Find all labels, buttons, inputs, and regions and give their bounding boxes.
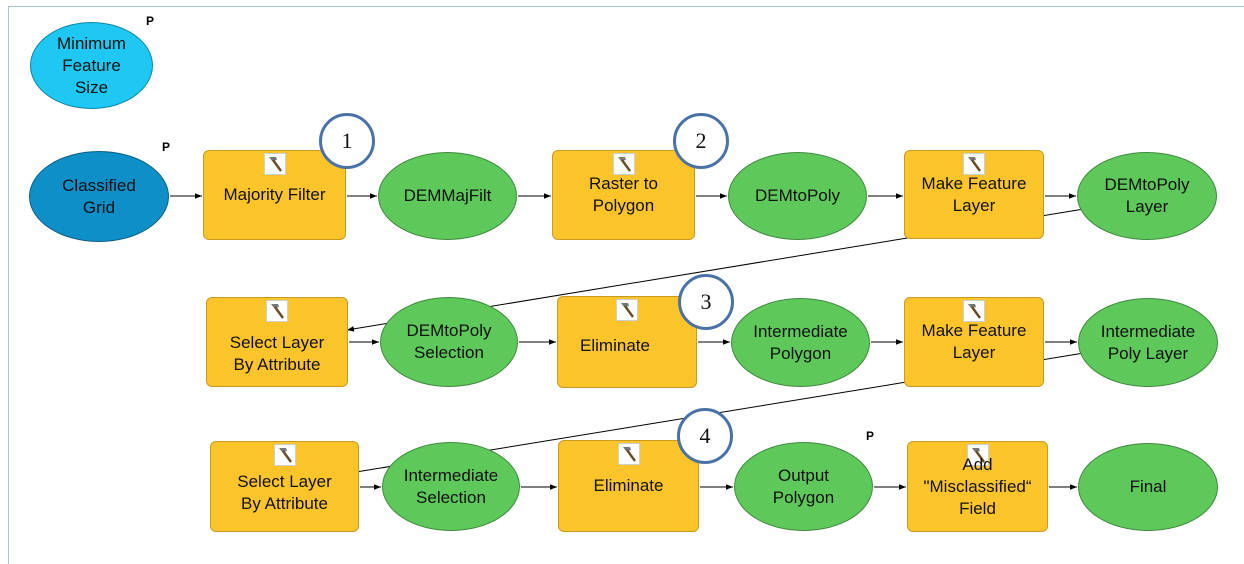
minimum-feature-size-node[interactable]: Minimum Feature Size	[30, 22, 153, 109]
select-layer-by-attribute-tool-2[interactable]: Select Layer By Attribute	[210, 441, 359, 532]
parameter-marker: P	[146, 14, 155, 28]
node-label: Make Feature Layer	[921, 173, 1027, 215]
node-label: Classified Grid	[62, 175, 136, 217]
node-label: Minimum Feature Size	[57, 33, 126, 97]
hammer-icon	[963, 300, 985, 322]
select-layer-by-attribute-tool-1[interactable]: Select Layer By Attribute	[206, 297, 348, 387]
demtopoly-node[interactable]: DEMtoPoly	[728, 152, 867, 240]
node-label: DEMtoPoly Layer	[1104, 175, 1190, 216]
diagram-frame	[8, 6, 1244, 564]
node-label: Intermediate Selection	[403, 465, 499, 507]
step-marker-1: 1	[319, 113, 375, 169]
intermediate-poly-layer-node[interactable]: Intermediate Poly Layer	[1078, 298, 1218, 387]
output-polygon-node[interactable]: Output Polygon	[734, 442, 873, 531]
node-label: Add "Misclassified“ Field	[923, 454, 1032, 518]
demmajfilt-node[interactable]: DEMMajFilt	[378, 152, 517, 240]
demtopoly-layer-node[interactable]: DEMtoPoly Layer	[1077, 152, 1217, 240]
step-marker-4: 4	[677, 408, 733, 464]
node-label: Make Feature Layer	[921, 321, 1027, 362]
step-marker-2: 2	[673, 113, 729, 169]
hammer-icon	[266, 300, 288, 322]
hammer-icon	[273, 444, 296, 466]
node-label: Intermediate Poly Layer	[1100, 321, 1196, 363]
step-number: 1	[341, 128, 353, 153]
majority-filter-tool[interactable]: Majority Filter	[203, 150, 346, 240]
hammer-icon	[963, 153, 985, 175]
demtopoly-selection-node[interactable]: DEMtoPoly Selection	[380, 297, 518, 387]
intermediate-polygon-node[interactable]: Intermediate Polygon	[731, 298, 870, 387]
node-label: Select Layer By Attribute	[229, 333, 325, 374]
make-feature-layer-tool-1[interactable]: Make Feature Layer	[904, 150, 1044, 239]
node-label: Eliminate	[593, 476, 664, 495]
hammer-icon	[966, 444, 989, 466]
node-label: Eliminate	[580, 336, 650, 355]
step-number: 4	[699, 423, 711, 448]
eliminate-tool-2[interactable]: Eliminate	[558, 440, 699, 532]
classified-grid-node[interactable]: Classified Grid	[29, 151, 169, 242]
node-label: Raster to Polygon	[589, 174, 658, 215]
node-label: Final	[1129, 477, 1167, 496]
node-label: DEMtoPoly	[754, 186, 841, 205]
node-label: DEMtoPoly Selection	[406, 321, 492, 362]
node-label: Intermediate Polygon	[753, 321, 848, 363]
eliminate-tool-1[interactable]: Eliminate	[557, 296, 697, 388]
node-label: Output Polygon	[772, 465, 835, 507]
hammer-icon	[263, 153, 286, 175]
step-number: 2	[695, 128, 707, 153]
make-feature-layer-tool-2[interactable]: Make Feature Layer	[904, 297, 1044, 387]
node-label: Majority Filter	[223, 185, 326, 204]
step-marker-3: 3	[678, 274, 734, 330]
node-label: DEMMajFilt	[403, 186, 492, 205]
step-number: 3	[700, 289, 712, 314]
hammer-icon	[617, 443, 640, 465]
intermediate-selection-node[interactable]: Intermediate Selection	[382, 442, 520, 531]
raster-to-polygon-tool[interactable]: Raster to Polygon	[552, 150, 695, 240]
hammer-icon	[612, 153, 635, 175]
hammer-icon	[616, 299, 638, 321]
parameter-marker: P	[866, 429, 875, 443]
node-label: Select Layer By Attribute	[237, 471, 332, 513]
add-misclassified-field-tool[interactable]: Add "Misclassified“ Field	[907, 441, 1048, 532]
final-node[interactable]: Final	[1078, 443, 1218, 531]
parameter-marker: P	[162, 140, 171, 154]
